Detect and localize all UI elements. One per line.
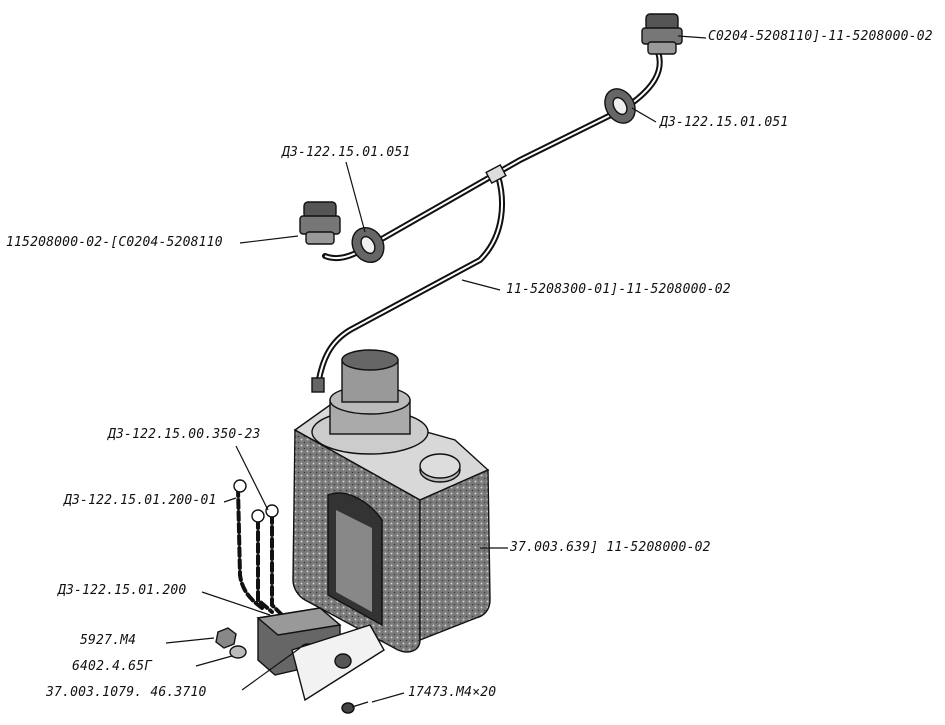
right-grommet [604,88,636,124]
label-screw: 17473.М4×20 [408,685,497,700]
left-fitting [299,201,341,245]
label-right-grommet: ДЗ-122.15.01.051 [660,115,789,130]
label-left-grommet: ДЗ-122.15.01.051 [282,145,411,160]
nut-and-washer [215,627,247,659]
left-grommet [351,227,385,263]
leader-lines [165,35,707,703]
wire-harness [233,479,284,617]
label-top-fitting: С0204-5208110]-11-5208000-02 [708,29,933,44]
mounting-plate [291,624,385,702]
label-wire-200-01: ДЗ-122.15.01.200-01 [64,493,217,508]
washer-tube-assembly [311,49,663,393]
label-reservoir: 37.003.639] 11-5208000-02 [510,540,711,555]
label-washer: 6402.4.65Г [72,659,153,674]
top-fitting [641,13,683,55]
reservoir [292,349,491,653]
label-tube-assembly: 11-5208300-01]-11-5208000-02 [506,282,731,297]
label-left-fitting: 115208000-02-[С0204-5208110 [6,235,223,250]
label-wire-350: ДЗ-122.15.00.350-23 [108,427,261,442]
label-pump-motor: 37.003.1079. 46.3710 [46,685,207,700]
label-wire-200: ДЗ-122.15.01.200 [58,583,187,598]
screw [341,701,369,714]
label-nut: 5927.М4 [80,633,137,648]
